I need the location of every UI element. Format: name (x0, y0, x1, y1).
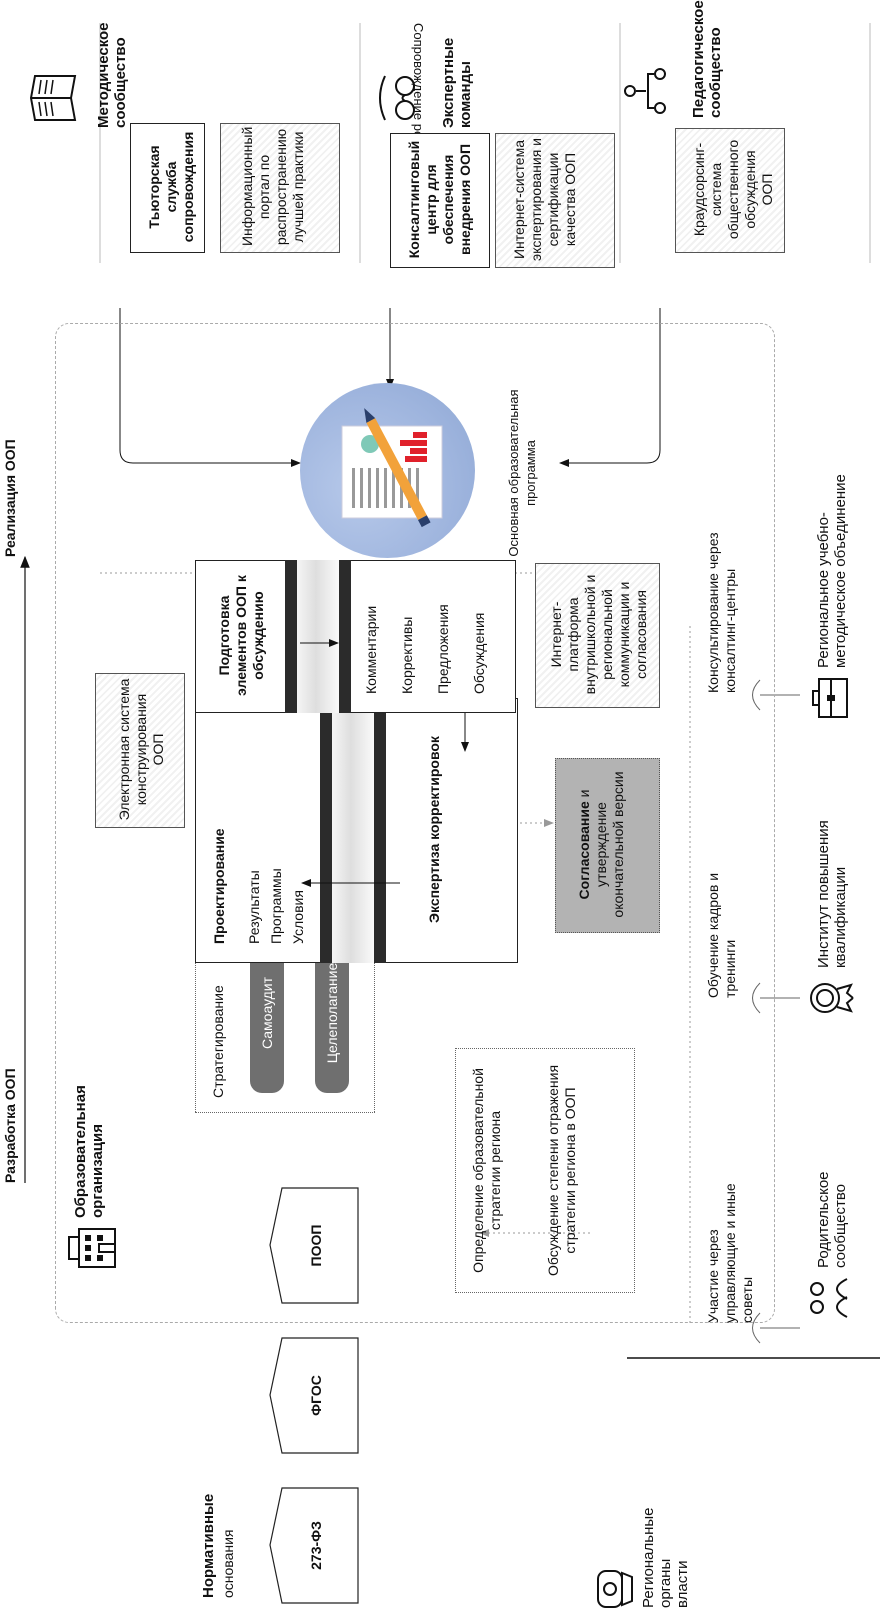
normative-doc-3: ПООП (269, 1187, 360, 1304)
consulting-center-box: Консалтинговый центр для обеспечения вне… (390, 133, 490, 268)
prep-scroll-bar-top (285, 560, 297, 713)
participation-2-text: Обучение кадров и тренинги (705, 872, 738, 998)
brace-participation-2 (752, 982, 800, 1014)
normative-title: Нормативные (200, 1493, 217, 1598)
regional-authorities-label: Региональные органы власти (640, 1507, 691, 1608)
arrow-methodic-to-oop (119, 308, 301, 467)
phase-development-label: Разработка ООП (2, 1068, 18, 1183)
approval-bold: Согласование (576, 801, 592, 900)
institute-label: Институт повышения квалификации (815, 820, 849, 968)
expert-teams-title: Экспертные команды (440, 37, 474, 128)
oop-label: Основная образовательная программа (506, 389, 538, 557)
tutor-service-box: Тьюторская служба сопровождения (130, 123, 205, 253)
expertise-box: Экспертиза корректировок (386, 698, 518, 963)
document-pencil-icon (341, 408, 443, 528)
normative-doc-1: 273-ФЗ (269, 1487, 360, 1604)
network-people-icon (620, 63, 675, 118)
approval-box: Согласование и утверждение окончательной… (555, 758, 660, 933)
prep-scroll-middle (297, 560, 339, 713)
regional-union-label: Региональное учебно-методическое объедин… (815, 474, 849, 668)
participation-1-text: Участие через управляющие и иные советы (705, 1183, 755, 1323)
regional-strategy-line2: Обсуждение степени отражения стратегии р… (545, 1064, 578, 1277)
school-building-icon (65, 1223, 120, 1273)
parents-icon (805, 1273, 855, 1323)
design-item-results: Результаты (246, 870, 262, 944)
police-icon (590, 1558, 635, 1613)
design-scroll-bar-top (320, 698, 332, 963)
design-title: Проектирование (211, 828, 227, 944)
brace-participation-1 (752, 1312, 800, 1344)
design-item-programs: Программы (268, 868, 284, 944)
electronic-system-box: Электронная система конструирования ООП (95, 673, 185, 828)
prep-item-comments: Комментарии (363, 605, 379, 694)
arrow-pedagogic-to-oop (559, 308, 661, 467)
prep-item-proposals: Предложения (435, 604, 451, 694)
prep-item-discussions: Обсуждения (471, 612, 487, 694)
design-item-conditions: Условия (290, 890, 306, 944)
expertise-title: Экспертиза корректировок (426, 736, 442, 923)
info-portal-box: Информационный портал по распространению… (220, 123, 340, 253)
phase-implementation-label: Реализация ООП (2, 439, 18, 557)
prep-items-box: Комментарии Коррективы Предложения Обсуж… (351, 560, 516, 713)
oop-circle (300, 383, 475, 558)
regional-strategy-line1: Определение образовательной стратегии ре… (470, 1068, 503, 1273)
book-icon (25, 68, 85, 128)
design-scroll-bar-bottom (374, 698, 386, 963)
design-box: Проектирование Результаты Программы Усло… (195, 698, 320, 963)
prep-item-corrections: Коррективы (399, 616, 415, 694)
expert-glasses-icon (375, 68, 430, 128)
normative-doc-2: ФГОС (269, 1337, 360, 1454)
internet-platform-box: Интернет-платформа внутришкольной и реги… (535, 563, 660, 708)
prep-scroll-bar-bottom (339, 560, 351, 713)
award-medal-icon (805, 973, 855, 1023)
prep-title: Подготовка элементов ООП к обсуждению (216, 575, 266, 696)
briefcase-icon (805, 673, 855, 723)
participation-3-text: Консультирование через консалтинг-центры (705, 532, 738, 693)
normative-subtitle: основания (220, 1529, 236, 1598)
edu-org-label: Образовательная организация (72, 1085, 106, 1218)
pedagogic-title: Педагогическое сообщество (690, 0, 724, 118)
parents-label: Родительское сообщество (815, 1171, 849, 1268)
methodic-title: Методическое сообщество (95, 22, 129, 128)
phase-support-label: Сопровождение реализации ООП (411, 23, 426, 229)
expertise-system-box: Интернет-система экспертирования и серти… (495, 133, 615, 268)
design-scroll-middle (332, 698, 374, 963)
crowdsourcing-box: Краудсорсинг-система общественного обсуж… (675, 128, 785, 253)
strategy-title: Стратегирование (210, 985, 226, 1098)
brace-participation-3 (752, 679, 800, 711)
